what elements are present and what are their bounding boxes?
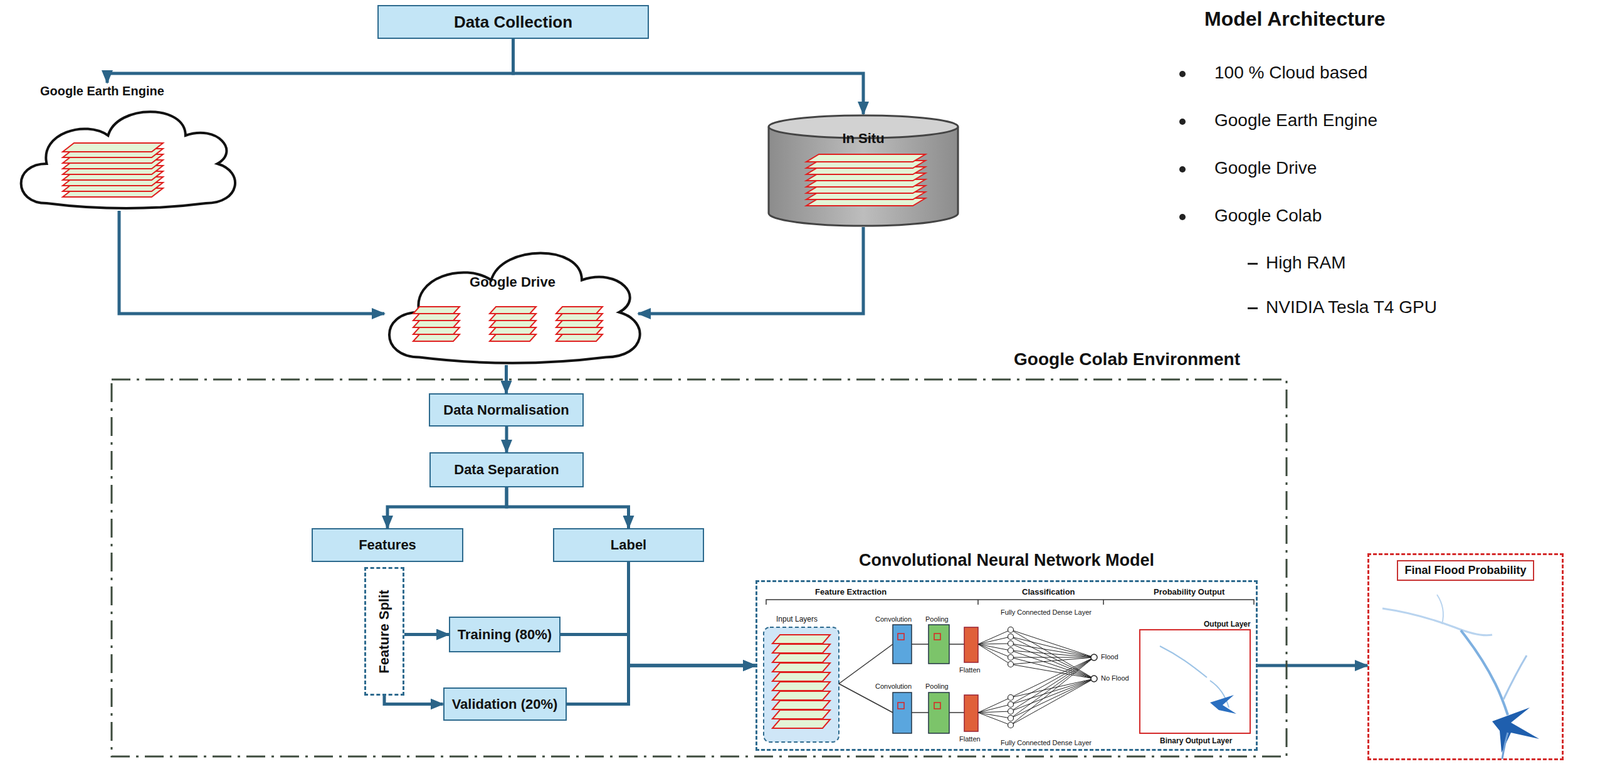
node-text: Validation (20%) [452,695,558,713]
flow-arrow [506,487,629,528]
node-text: Google Drive [379,273,646,291]
node-text: Data Separation [453,461,560,478]
architecture-item: NVIDIA Tesla T4 GPU [1265,297,1437,318]
node-text: In Situ [767,130,960,147]
flow-arrow [119,210,385,314]
architecture-item: 100 % Cloud based [1214,62,1368,83]
flow-arrow [107,38,514,83]
architecture-item: High RAM [1265,252,1347,273]
cnn-part-label: Pooling [925,682,949,690]
cnn-part-label: Convolution [875,682,912,690]
flow-arrow [560,634,756,666]
flow-arrow [504,364,508,394]
cnn-part-label: Output Layer [1203,619,1251,629]
cloud-shape [12,101,241,215]
cnn-part-label: Fully Connected Dense Layer [1000,738,1092,747]
cnn-part-label: Convolution [875,615,912,623]
cnn-part-label: No Flood [1100,673,1130,682]
process-box: Features [311,527,464,562]
flow-arrow [638,226,864,314]
cnn-node: Convolutional Neural Network Model [755,579,1258,751]
flow-arrow [505,426,509,453]
flow-arrow [628,561,757,666]
cnn-part-label: Input Layers [776,614,818,624]
cnn-part-label: Fully Connected Dense Layer [1000,608,1092,616]
architecture-item: Google Drive [1214,157,1317,179]
process-box: Data Separation [429,452,584,488]
cloud-heading: Google Earth Engine [12,82,241,100]
split-node: Feature Split [364,566,405,696]
bullet-marks [1179,70,1258,310]
cnn-part-label: Binary Output Layer [1159,736,1232,745]
gee-node: Google Earth Engine [12,82,241,215]
process-box: Label [552,527,705,562]
model-heading: Convolutional Neural Network Model [757,550,1256,570]
node-text: Label [610,536,647,553]
flow-arrow [384,695,444,705]
cnn-part-label: Flood [1100,652,1119,661]
cnn-part-label: Flatten [959,734,981,743]
node-text: Feature Split [376,589,393,673]
cnn-illustration [763,599,1254,742]
region-heading: Google Colab Environment [1013,349,1241,370]
cloud-node: Google Drive [379,241,646,370]
architecture-item: Google Colab [1214,205,1322,226]
cyl-node: In Situ [767,114,960,227]
node-text: Data Collection [453,12,573,32]
flow-arrow [387,487,507,528]
result-heading: Final Flood Probability [1396,559,1534,581]
cnn-part-label: Classification [1021,586,1076,597]
final-node: Final Flood Probability [1367,552,1564,760]
process-box: Training (80%) [448,616,561,653]
cloud-shape [379,241,646,370]
flood-map [1382,594,1540,759]
node-text: Data Normalisation [443,401,570,419]
cnn-part-label: Feature Extraction [815,586,887,597]
node-text: Training (80%) [457,626,552,643]
process-box: Validation (20%) [443,687,567,721]
node-text: Features [358,536,417,553]
flow-arrow [404,632,449,636]
flow-arrow [1257,663,1368,668]
process-box: Data Normalisation [428,393,584,427]
architecture-item: Google Earth Engine [1214,110,1378,131]
architecture-item: Model Architecture [1204,7,1386,31]
flow-arrow [513,38,864,115]
flow-arrow [566,665,757,705]
cnn-part-label: Probability Output [1153,586,1225,597]
cnn-part-label: Flatten [959,665,981,674]
colab-node: Google Colab EnvironmentData Normalisati… [110,378,1288,758]
process-box: Data Collection [377,5,649,39]
cnn-part-label: Pooling [925,615,949,623]
